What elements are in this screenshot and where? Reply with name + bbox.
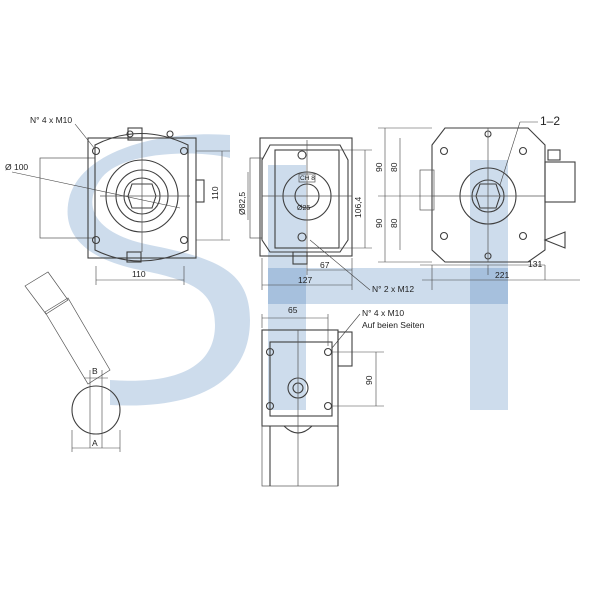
labels: N° 4 x M10 Ø 100 110 110 Ø82,5 CH 8 Ø25 … (5, 114, 560, 448)
dim-90b-label: 90 (374, 218, 384, 228)
dim-80b-label: 80 (389, 218, 399, 228)
watermark-h-bar (268, 268, 508, 304)
dia-25-label: Ø25 (297, 205, 310, 212)
ratio-label: 1–2 (540, 114, 560, 128)
watermark-s (67, 134, 250, 406)
both-sides-label: Auf beien Seiten (362, 320, 425, 330)
dim-90a-label: 90 (374, 162, 384, 172)
bottom-view (261, 313, 384, 487)
dia-825-label: Ø82,5 (237, 192, 247, 215)
dim-65-label: 65 (288, 305, 298, 315)
bolts-front-label: N° 4 x M10 (30, 115, 72, 125)
shaft-detail (24, 271, 121, 452)
bolts-bottom-label: N° 4 x M10 (362, 308, 404, 318)
key-label: CH 8 (300, 175, 315, 182)
side-view (247, 137, 372, 291)
dim-110-horizontal: 110 (132, 269, 146, 279)
bolts-side-label: N° 2 x M12 (372, 284, 414, 294)
dim-221-label: 221 (495, 270, 509, 280)
right-view (378, 121, 580, 290)
dim-67-label: 67 (320, 260, 330, 270)
dim-110-vertical: 110 (210, 186, 220, 200)
dim-131-label: 131 (528, 259, 542, 269)
dim-90c-label: 90 (364, 375, 374, 385)
dim-1064-label: 106,4 (353, 196, 363, 218)
dim-80a-label: 80 (389, 162, 399, 172)
shaft-b-label: B (92, 366, 98, 376)
watermark (67, 134, 508, 410)
dia-front-label: Ø 100 (5, 162, 28, 172)
front-view (11, 123, 230, 285)
watermark-h-right (470, 160, 508, 410)
dim-127-label: 127 (298, 275, 312, 285)
shaft-a-label: A (92, 438, 98, 448)
